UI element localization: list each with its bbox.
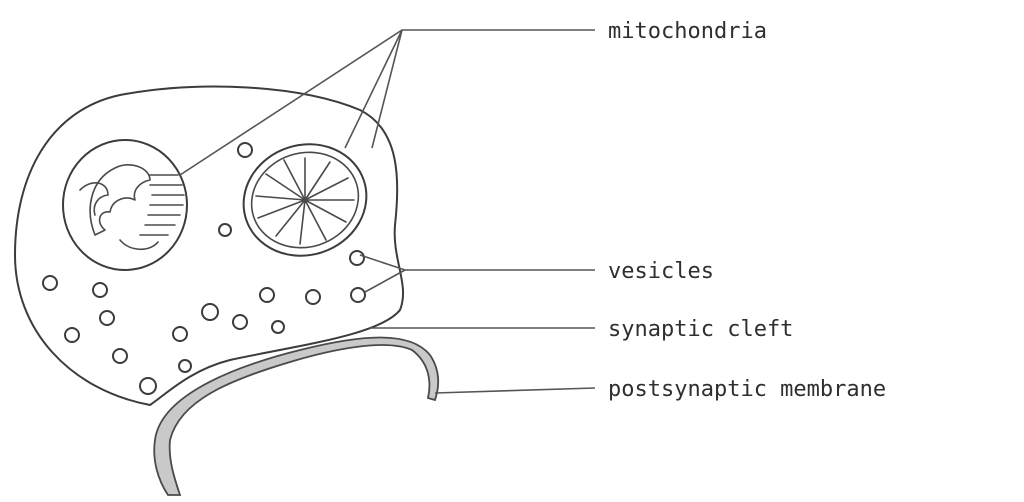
label-synaptic-cleft: synaptic cleft <box>608 317 793 342</box>
label-vesicles: vesicles <box>608 259 714 284</box>
mitochondrion-left <box>63 140 187 270</box>
presynaptic-terminal-outline <box>15 87 403 405</box>
label-mitochondria: mitochondria <box>608 19 767 44</box>
postsynaptic-membrane-shape <box>154 338 438 496</box>
synaptic-vesicles <box>43 143 365 394</box>
label-postsynaptic-membrane: postsynaptic membrane <box>608 377 886 402</box>
